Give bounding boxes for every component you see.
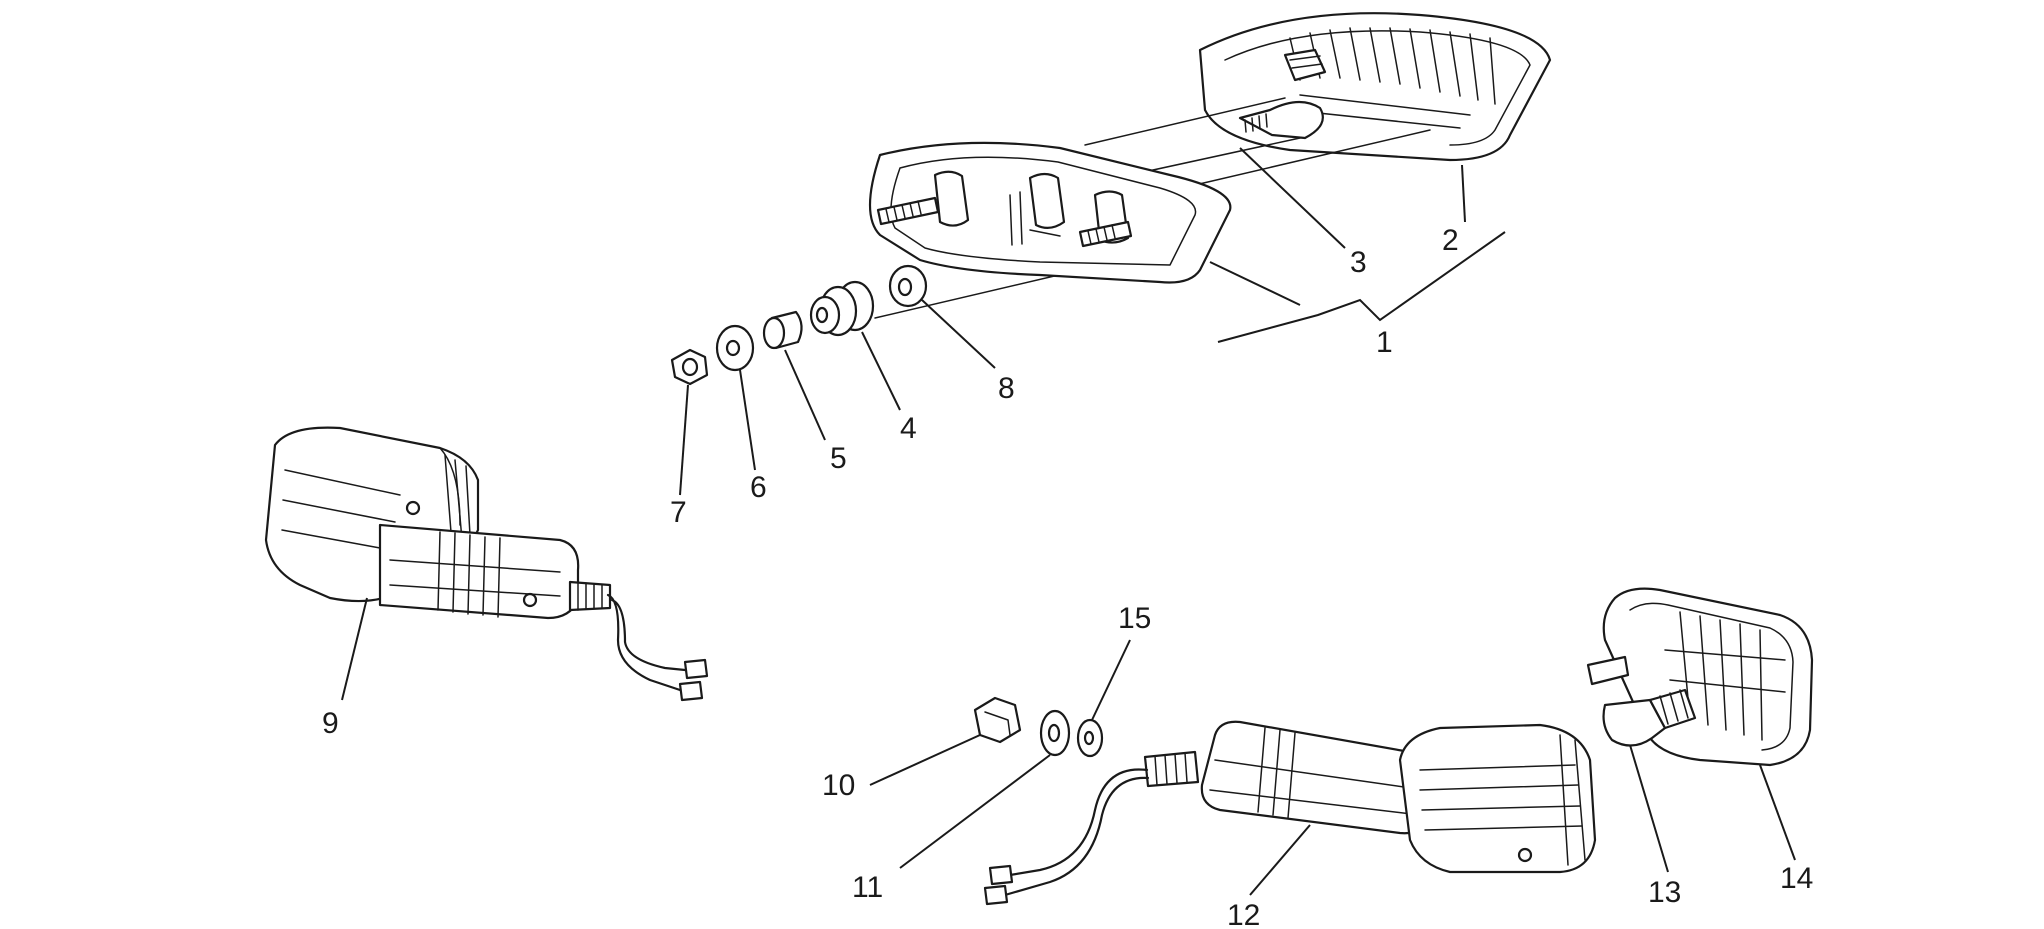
washer-8 <box>888 264 928 308</box>
part-labels: 1 2 3 4 5 6 7 8 9 10 11 12 13 14 15 <box>322 224 1813 929</box>
spacer-5 <box>762 310 803 350</box>
label-part-10: 10 <box>822 769 855 802</box>
grommet-4 <box>809 280 875 337</box>
tail-light-bulb <box>1238 100 1324 140</box>
label-part-14: 14 <box>1780 862 1813 895</box>
label-part-9: 9 <box>322 707 339 740</box>
bulb-socket-holder <box>1283 48 1327 82</box>
label-part-6: 6 <box>750 471 767 504</box>
label-part-4: 4 <box>900 412 917 445</box>
washer-6 <box>715 324 755 372</box>
washer-15 <box>1076 718 1104 758</box>
label-part-11: 11 <box>852 871 883 904</box>
label-part-13: 13 <box>1648 876 1681 909</box>
label-part-12: 12 <box>1227 899 1260 929</box>
label-part-5: 5 <box>830 442 847 475</box>
right-turn-indicator <box>983 720 1597 906</box>
label-part-3: 3 <box>1350 246 1367 279</box>
nut-10 <box>973 696 1022 744</box>
label-part-8: 8 <box>998 372 1015 405</box>
label-part-7: 7 <box>670 496 687 529</box>
assembly-guide-lines <box>874 97 1431 319</box>
washer-11 <box>1039 709 1071 757</box>
tail-light-lens <box>1198 12 1552 162</box>
label-part-2: 2 <box>1442 224 1459 257</box>
nut-7 <box>670 348 709 386</box>
mounting-studs <box>876 196 1133 248</box>
indicator-bulb-13 <box>1602 688 1697 747</box>
leader-lines <box>341 147 1796 896</box>
left-turn-indicator <box>264 426 709 702</box>
tail-light-housing <box>868 141 1232 284</box>
label-part-15: 15 <box>1118 602 1151 635</box>
label-part-1: 1 <box>1376 326 1393 359</box>
